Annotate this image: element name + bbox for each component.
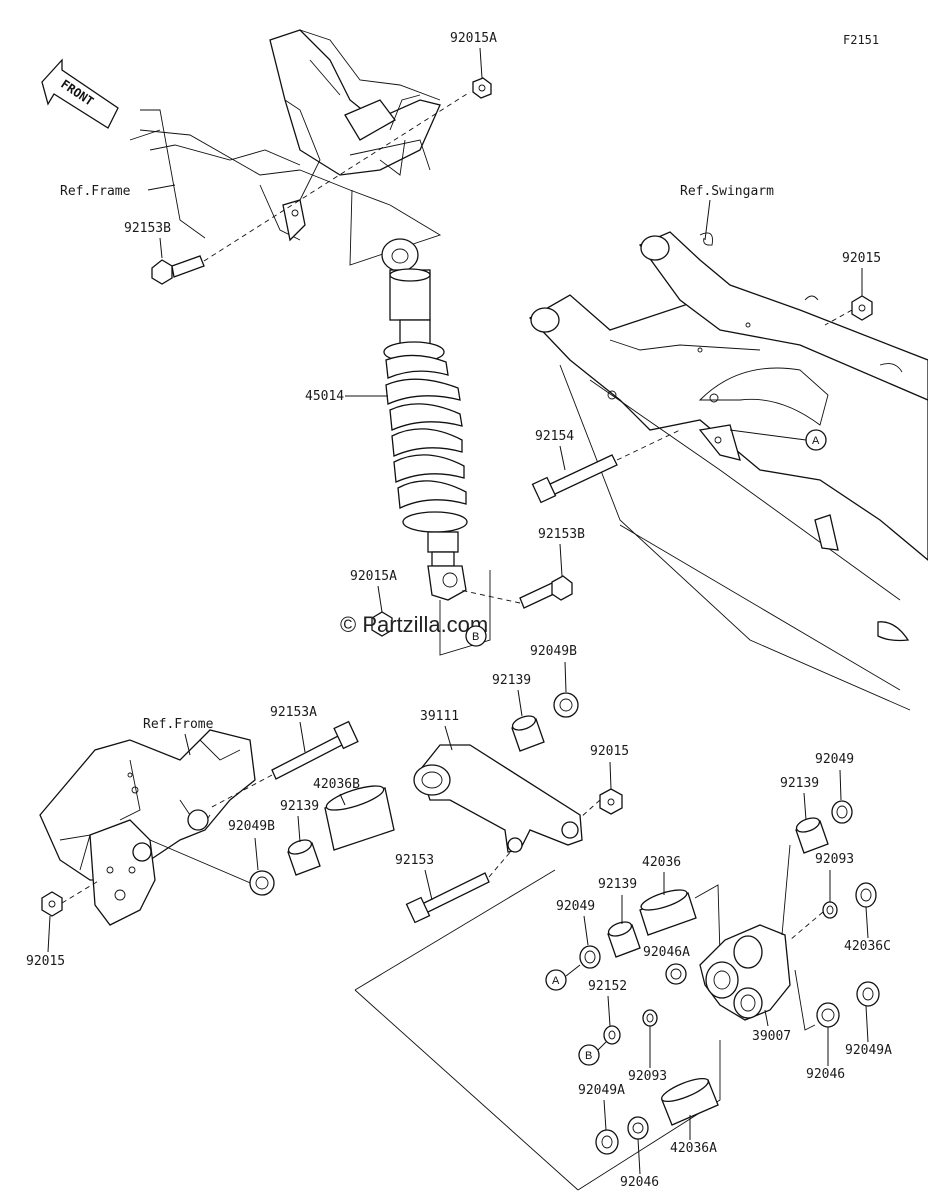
nut-92015-right (851, 295, 873, 321)
part-label-92139-left: 92139 (280, 799, 319, 814)
ref-frame-top-label: Ref.Frame (60, 184, 131, 199)
washer-92049-right (831, 800, 853, 824)
part-label-92093-right: 92093 (815, 852, 854, 867)
part-label-92139-lower: 92139 (598, 877, 637, 892)
washer-92049A-lower (595, 1129, 619, 1155)
ref-swingarm-label: Ref.Swingarm (680, 184, 774, 199)
part-label-92015-right: 92015 (842, 251, 881, 266)
part-label-92049A-right: 92049A (845, 1043, 892, 1058)
marker-a-lower: A (545, 969, 567, 991)
part-label-92049-lower: 92049 (556, 899, 595, 914)
part-label-92153B-left: 92153B (124, 221, 171, 236)
part-label-92046A: 92046A (643, 945, 690, 960)
part-label-42036A: 42036A (670, 1141, 717, 1156)
part-label-42036B: 42036B (313, 777, 360, 792)
collar-42036A (661, 1077, 719, 1126)
part-label-39007: 39007 (752, 1029, 791, 1044)
part-label-92139-top: 92139 (492, 673, 531, 688)
tie-rod-39111 (413, 744, 583, 853)
bolt-92154 (531, 454, 618, 504)
svg-text:B: B (585, 1050, 592, 1062)
bolt-92153A (271, 720, 359, 780)
front-arrow-icon: FRONT (41, 58, 119, 129)
part-label-92015A-mid: 92015A (350, 569, 397, 584)
bolt-92153B-left (151, 255, 205, 285)
svg-text:A: A (552, 975, 560, 987)
seal-92093-right (822, 901, 838, 919)
part-label-45014: 45014 (305, 389, 344, 404)
needle-bearing-92046-right (816, 1002, 840, 1028)
swingarm-drawing (528, 231, 928, 711)
part-label-92139-right: 92139 (780, 776, 819, 791)
part-label-92153: 92153 (395, 853, 434, 868)
washer-92152 (603, 1025, 621, 1045)
figure-code: F2151 (843, 33, 879, 47)
needle-bearing-92046A (665, 963, 687, 985)
rocker-arm-39007 (699, 924, 791, 1021)
shock-absorber-45014 (381, 238, 468, 601)
part-label-92049B-top: 92049B (530, 644, 577, 659)
frame-top-drawing (129, 29, 442, 266)
part-label-92046-lower: 92046 (620, 1175, 659, 1190)
bushing-92139-lower (607, 921, 641, 958)
washer-92049A-right (856, 981, 880, 1007)
bushing-92139-top (511, 715, 545, 752)
part-label-42036: 42036 (642, 855, 681, 870)
part-label-92015-left: 92015 (26, 954, 65, 969)
part-label-92015-mid: 92015 (590, 744, 629, 759)
part-label-92015A-top: 92015A (450, 31, 497, 46)
part-label-92153A: 92153A (270, 705, 317, 720)
watermark: © Partzilla.com (340, 612, 488, 637)
bushing-92139-left (287, 839, 321, 876)
needle-bearing-92046-lower (627, 1116, 649, 1140)
collar-42036 (639, 889, 697, 936)
washer-92049B-left (249, 870, 275, 896)
marker-b-lower: B (578, 1044, 600, 1066)
collar-42036B (324, 785, 395, 851)
ref-frame-bottom-label: Ref.Frome (143, 717, 214, 732)
part-label-92049A-lower: 92049A (578, 1083, 625, 1098)
part-label-92152: 92152 (588, 979, 627, 994)
washer-92049B-top (553, 692, 579, 718)
seal-92093-lower (642, 1009, 658, 1027)
part-label-42036C: 42036C (844, 939, 891, 954)
part-label-92049B-left: 92049B (228, 819, 275, 834)
part-label-92093-lower: 92093 (628, 1069, 667, 1084)
nut-92015-mid (599, 788, 623, 815)
washer-92049-lower (579, 945, 601, 969)
bolt-92153 (405, 872, 490, 924)
bolt-92153B-mid (519, 575, 573, 609)
svg-text:A: A (812, 435, 820, 447)
svg-text:B: B (472, 631, 479, 643)
part-label-92049-right: 92049 (815, 752, 854, 767)
nut-92015-left (41, 891, 63, 917)
marker-a-upper: A (805, 429, 827, 451)
marker-b-upper: B (465, 625, 487, 647)
nut-92015A-top (472, 77, 492, 99)
part-label-92153B-mid: 92153B (538, 527, 585, 542)
bushing-92139-right (795, 817, 829, 854)
part-label-39111: 39111 (420, 709, 459, 724)
part-label-92154: 92154 (535, 429, 574, 444)
frame-bottom-drawing (39, 729, 256, 926)
part-label-92046-right: 92046 (806, 1067, 845, 1082)
collar-42036C (855, 882, 877, 908)
